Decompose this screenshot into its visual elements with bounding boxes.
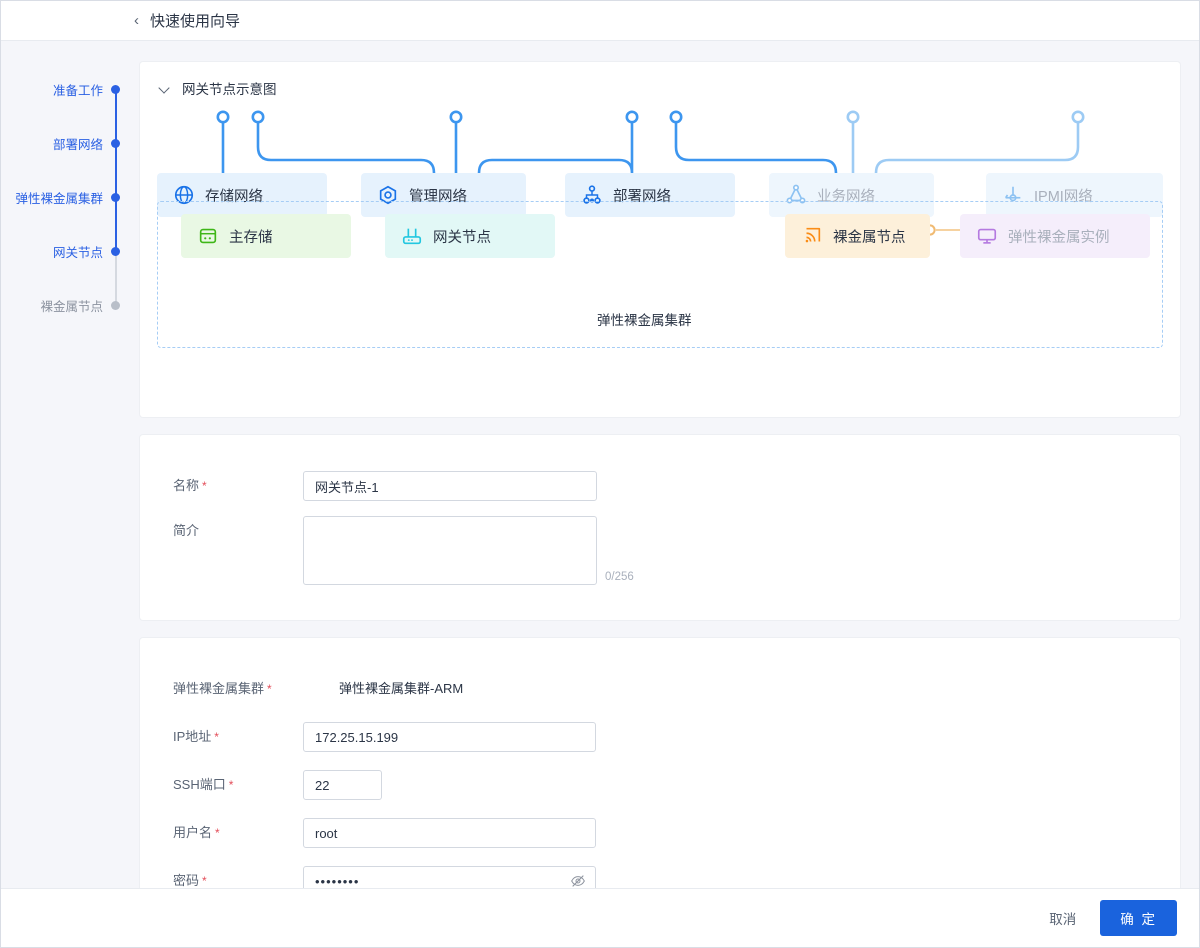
connection-info-card: 弹性裸金属集群* 弹性裸金属集群-ARM IP地址* SSH端口* 用户名* [140,638,1180,903]
step-connector-2 [115,142,117,196]
step-label: 网关节点 [52,245,103,260]
cluster-label: 弹性裸金属集群* [173,681,272,696]
step-dot-icon [111,192,120,202]
field-row-description: 简介 0/256 [173,516,634,585]
name-label: 名称* [173,478,207,493]
basic-info-card: 名称* 简介 0/256 [140,435,1180,620]
field-row-name: 名称* [173,471,597,501]
wizard-steps: 准备工作 部署网络 弹性裸金属集群 网关节点 裸金属节点 [1,62,129,322]
diagram-collapse-header[interactable]: 网关节点示意图 [158,78,277,98]
password-label: 密码* [173,873,207,888]
step-dot-icon [111,84,120,94]
router-icon [402,228,422,245]
ssh-port-input[interactable] [303,770,382,800]
cluster-value: 弹性裸金属集群-ARM [339,681,464,696]
name-input[interactable] [303,471,597,501]
network-box-ipmi[interactable]: IPMI网络 [986,173,1163,217]
topology-diagram-card: 网关节点示意图 [140,62,1180,417]
database-icon [199,228,217,244]
step-label: 准备工作 [52,83,103,98]
network-label: IPMI网络 [1034,188,1093,205]
field-row-ssh-port: SSH端口* [173,770,382,800]
required-marker: * [202,874,207,888]
description-counter: 0/256 [605,571,634,583]
dialog-footer: 取消 确 定 [1,888,1199,947]
network-label: 管理网络 [409,188,467,205]
network-box-management[interactable]: 管理网络 [361,173,526,217]
step-label: 裸金属节点 [40,299,103,314]
required-marker: * [267,682,272,696]
username-input[interactable] [303,818,596,848]
chevron-left-icon[interactable]: ‹ [134,12,139,29]
ipmi-plug-icon [1004,186,1021,202]
network-box-deployment[interactable]: 部署网络 [565,173,735,217]
sidebar-step-bare-metal-cluster[interactable]: 弹性裸金属集群 [1,190,129,206]
window-header: ‹ 快速使用向导 [1,1,1199,41]
monitor-icon [977,228,997,244]
step-dot-icon [111,138,120,148]
sidebar-step-deploy-network[interactable]: 部署网络 [1,136,129,152]
node-box-gateway[interactable]: 网关节点 [385,214,555,258]
required-marker: * [228,778,234,792]
step-connector-3 [115,196,117,250]
chevron-down-icon [158,81,172,95]
step-dot-icon [111,246,120,256]
required-marker: * [214,730,219,744]
field-row-ip-address: IP地址* [173,722,596,752]
network-box-storage[interactable]: 存储网络 [157,173,327,217]
sidebar-step-preparation[interactable]: 准备工作 [1,82,129,98]
wizard-body: 准备工作 部署网络 弹性裸金属集群 网关节点 裸金属节点 [1,42,1199,903]
description-label: 简介 [173,523,200,538]
signal-icon [805,227,821,243]
node-label: 裸金属节点 [833,229,906,246]
description-textarea[interactable] [303,516,597,585]
ip-address-input[interactable] [303,722,596,752]
network-box-business[interactable]: 业务网络 [769,173,934,217]
node-label: 主存储 [229,229,273,246]
required-marker: * [215,826,220,840]
ip-address-label: IP地址* [173,729,219,744]
page-title: 快速使用向导 [150,13,241,30]
network-tree-icon [583,185,601,204]
required-marker: * [202,479,207,493]
globe-icon [174,185,194,205]
node-label: 网关节点 [433,229,491,246]
cancel-button[interactable]: 取消 [1035,901,1090,935]
diagram-section-title: 网关节点示意图 [182,82,277,97]
triangle-nodes-icon [786,184,806,204]
hexagon-target-icon [379,185,397,205]
network-label: 业务网络 [817,188,875,205]
cluster-boundary [157,201,1163,348]
step-connector-4 [115,250,117,304]
node-label: 弹性裸金属实例 [1008,229,1110,246]
confirm-button[interactable]: 确 定 [1100,900,1177,936]
step-dot-icon [111,300,120,310]
network-label: 存储网络 [205,188,263,205]
node-box-bare-metal-instance[interactable]: 弹性裸金属实例 [960,214,1150,258]
username-label: 用户名* [173,825,220,840]
node-box-primary-storage[interactable]: 主存储 [181,214,351,258]
network-label: 部署网络 [613,188,671,205]
ssh-port-label: SSH端口* [173,777,234,792]
step-label: 部署网络 [52,137,103,152]
node-box-bare-metal[interactable]: 裸金属节点 [785,214,930,258]
eye-off-icon[interactable] [570,873,586,889]
field-row-cluster: 弹性裸金属集群* 弹性裸金属集群-ARM [173,674,463,704]
step-label: 弹性裸金属集群 [15,191,103,206]
cluster-caption: 弹性裸金属集群 [597,313,692,328]
field-row-username: 用户名* [173,818,596,848]
step-connector-1 [115,88,117,142]
sidebar-step-gateway-node[interactable]: 网关节点 [1,244,129,260]
sidebar-step-bare-metal-node[interactable]: 裸金属节点 [1,298,129,314]
